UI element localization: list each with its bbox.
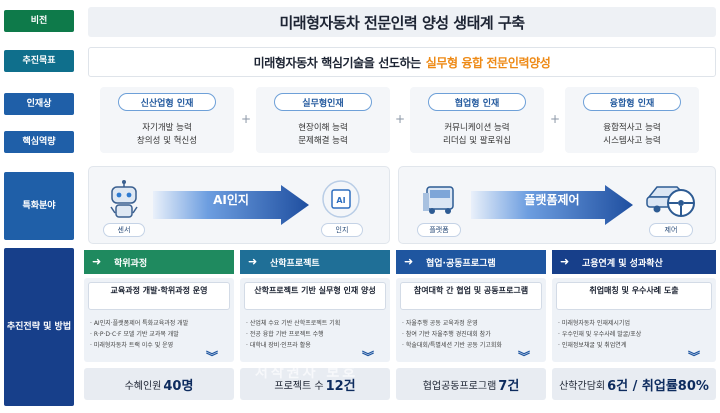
- ai-chip-icon: AI: [322, 180, 360, 218]
- strategy-head: ➜ 고용연계 및 성과확산: [552, 250, 716, 274]
- talent-competency: 자기개발 능력: [142, 123, 192, 133]
- strategy-head: ➜ 산학프로젝트: [240, 250, 390, 274]
- strategy-box: 산학프로젝트 기반 실무형 인재 양성 · 산업체 수요 기반 산학프로젝트 기…: [240, 278, 390, 364]
- strategy-bullet: · AI인지·플랫폼제어 특화교육과정 개발: [90, 320, 189, 327]
- result-value: 40명: [163, 378, 194, 394]
- plus-icon: +: [549, 112, 561, 126]
- strategy-bullet: · 자율주행 공동 교육과정 운영: [402, 320, 478, 327]
- chip-platform: 플랫폼: [417, 223, 461, 237]
- plus-icon: +: [240, 112, 252, 126]
- talent-competency: 시스템사고 능력: [603, 136, 661, 146]
- strategy-bullet: · 우수인재 및 우수사례 발굴/포상: [558, 331, 642, 338]
- result-value: 12건: [325, 378, 356, 394]
- strategy-title: 학위과정: [114, 258, 148, 269]
- strategy-title: 고용연계 및 성과확산: [582, 258, 663, 269]
- strategy-column: ➜ 학위과정 교육과정 개발·학위과정 운영 · AI인지·플랫폼제어 특화교육과…: [84, 250, 234, 406]
- strategy-bullet: · 대학내 장비·인프라 활용: [246, 342, 311, 349]
- strategy-main: 교육과정 개발·학위과정 운영: [88, 282, 230, 310]
- strategy-box: 취업매칭 및 우수사례 도출 · 미래형자동차 인재제시기업 · 우수인재 및 …: [552, 278, 716, 364]
- talent-competency: 창의성 및 혁신성: [136, 136, 198, 146]
- strategy-title: 협업·공동프로그램: [426, 258, 496, 269]
- result-label: 프로젝트 수: [274, 380, 324, 392]
- special-panel-ai: 센서 AI인지 AI 인지: [88, 166, 390, 244]
- row-label-special: 특화분야: [4, 172, 74, 240]
- result-value: 6건 / 취업률80%: [607, 378, 709, 394]
- platform-arrow: 플랫폼제어: [471, 185, 633, 225]
- chevron-down-icon: ︾: [206, 350, 219, 364]
- plus-icon: +: [394, 112, 406, 126]
- vehicle-platform-icon: [423, 186, 454, 214]
- strategy-main: 참여대학 간 협업 및 공동프로그램: [400, 282, 542, 310]
- strategy-column: ➜ 산학프로젝트 산학프로젝트 기반 실무형 인재 양성 · 산업체 수요 기반 …: [240, 250, 390, 406]
- row-label-talent: 인재상: [4, 93, 74, 115]
- strategy-bullet: · 산업체 수요 기반 산학프로젝트 기획: [246, 320, 341, 327]
- strategy-bullet: · 미래형자동차 트랙 이수 및 운영: [90, 342, 174, 349]
- talent-card: 신산업형 인재 자기개발 능력 창의성 및 혁신성: [100, 87, 234, 153]
- special-panel-platform: 플랫폼 플랫폼제어 제어: [398, 166, 716, 244]
- ai-arrow: AI인지: [153, 185, 309, 225]
- strategy-box: 참여대학 간 협업 및 공동프로그램 · 자율주행 공동 교육과정 운영 · 참…: [396, 278, 546, 364]
- strategy-bullet: · 참여 기반 자율주행 경진대회 참가: [402, 331, 491, 338]
- goal-highlight: 실무형 융합 전문인력양성: [425, 55, 551, 70]
- strategy-bullet: · 학술대회/특별세션 기반 공동 기고회화: [402, 342, 502, 349]
- chevron-down-icon: ︾: [688, 350, 701, 364]
- robot-icon: [110, 180, 138, 218]
- chevron-down-icon: ︾: [362, 350, 375, 364]
- strategy-column: ➜ 협업·공동프로그램 참여대학 간 협업 및 공동프로그램 · 자율주행 공동 …: [396, 250, 546, 406]
- result-label: 협업공동프로그램: [422, 380, 497, 392]
- goal-statement: 미래형자동차 핵심기술을 선도하는 실무형 융합 전문인력양성: [88, 47, 716, 77]
- talent-title: 실무형인재: [274, 93, 372, 111]
- talent-card: 융합형 인재 융합적사고 능력 시스템사고 능력: [565, 87, 699, 153]
- chevron-down-icon: ︾: [518, 350, 531, 364]
- talent-competency: 현장이해 능력: [298, 123, 348, 133]
- strategy-column: ➜ 고용연계 및 성과확산 취업매칭 및 우수사례 도출 · 미래형자동차 인재제…: [552, 250, 716, 406]
- vision-statement: 미래형자동차 전문인력 양성 생태계 구축: [88, 7, 716, 37]
- talent-card: 협업형 인재 커뮤니케이션 능력 리더십 및 팔로워십: [410, 87, 544, 153]
- strategy-box: 교육과정 개발·학위과정 운영 · AI인지·플랫폼제어 특화교육과정 개발 ·…: [84, 278, 234, 364]
- row-label-strategy: 추진전략 및 방법: [4, 248, 74, 406]
- talent-title: 융합형 인재: [583, 93, 681, 111]
- talent-title: 협업형 인재: [428, 93, 526, 111]
- arrow-shape-icon: [153, 185, 309, 225]
- strategy-title: 산학프로젝트: [270, 258, 320, 269]
- arrow-label-platform: 플랫폼제어: [524, 193, 580, 207]
- svg-text:AI: AI: [336, 196, 345, 205]
- chevron-right-icon: ➜: [404, 255, 414, 268]
- talent-title: 신산업형 인재: [118, 93, 216, 111]
- talent-card: 실무형인재 현장이해 능력 문제해결 능력: [256, 87, 390, 153]
- chevron-right-icon: ➜: [248, 255, 258, 268]
- chip-perception: 인지: [321, 223, 363, 237]
- result-value: 7건: [498, 378, 520, 394]
- strategy-bullet: · 인재정보채굴 및 취업연계: [558, 342, 627, 349]
- row-label-goal: 추진목표: [4, 50, 74, 72]
- chevron-right-icon: ➜: [560, 255, 570, 268]
- talent-competency: 융합적사고 능력: [603, 123, 661, 133]
- strategy-main: 취업매칭 및 우수사례 도출: [556, 282, 712, 310]
- car-steering-icon: [646, 186, 695, 217]
- watermark: 저작권자 보호: [255, 365, 359, 381]
- talent-competency: 문제해결 능력: [298, 136, 348, 146]
- talent-competency: 커뮤니케이션 능력: [444, 123, 510, 133]
- strategy-bullet: · 미래형자동차 인재제시기업: [558, 320, 630, 327]
- result-label: 수혜인원: [124, 380, 162, 392]
- strategy-bullet: · R·P·D·C·F 모델 기반 교과목 개발: [90, 331, 179, 338]
- result-label: 산학간담회: [559, 380, 606, 392]
- talent-competency: 리더십 및 팔로워십: [443, 136, 511, 146]
- chip-control: 제어: [649, 223, 693, 237]
- strategy-head: ➜ 협업·공동프로그램: [396, 250, 546, 274]
- row-label-competency: 핵심역량: [4, 131, 74, 153]
- goal-prefix: 미래형자동차 핵심기술을 선도하는: [253, 55, 422, 70]
- strategy-main: 산학프로젝트 기반 실무형 인재 양성: [244, 282, 386, 310]
- row-label-vision: 비전: [4, 10, 74, 32]
- strategy-bullet: · 전공 융합 기반 프로젝트 수행: [246, 331, 324, 338]
- arrow-label-ai: AI인지: [213, 193, 249, 207]
- chevron-right-icon: ➜: [92, 255, 102, 268]
- arrow-shape-icon: [471, 185, 633, 225]
- chip-sensor: 센서: [103, 223, 145, 237]
- strategy-head: ➜ 학위과정: [84, 250, 234, 274]
